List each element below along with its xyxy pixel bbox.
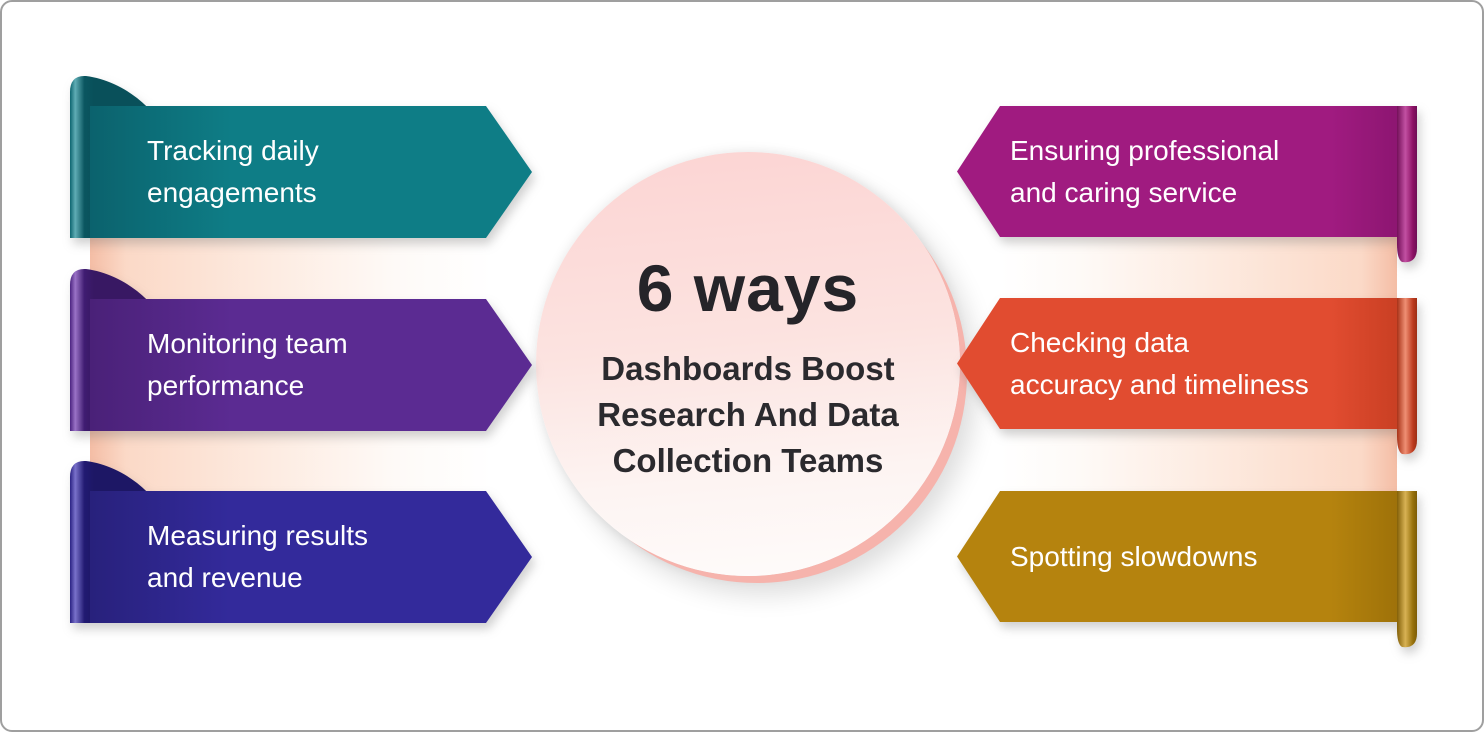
ribbon-body [90, 491, 532, 623]
subtitle-line: Dashboards Boost [601, 350, 895, 387]
banner-label-line: Measuring results [147, 520, 368, 551]
ribbon-shape [70, 75, 532, 238]
banner-label: Monitoring team performance [147, 299, 487, 431]
ribbon-fold [1397, 491, 1417, 648]
ribbon-shape [957, 106, 1417, 263]
banner-label-line: and caring service [1010, 176, 1238, 208]
ribbon-body [90, 299, 532, 431]
banner-spotting-slowdowns: Spotting slowdowns [952, 485, 1432, 665]
banner-monitoring-team-performance: Monitoring team performance [62, 265, 542, 445]
connector-band [90, 424, 492, 496]
infographic-subtitle: Dashboards Boost Research And Data Colle… [597, 346, 898, 484]
banner-label-line: accuracy and timeliness [1010, 368, 1309, 400]
banner-label-line: and revenue [147, 562, 303, 593]
connector-band [1000, 230, 1397, 302]
banner-tracking-daily-engagements: Tracking daily engagements [62, 72, 542, 252]
ribbon-shape [70, 268, 532, 431]
banner-label-line: Ensuring professional [1010, 134, 1280, 166]
banner-label-line: Monitoring team [147, 328, 348, 359]
connector-band [1000, 422, 1397, 496]
ribbon-body [957, 491, 1397, 622]
ribbon-body [957, 106, 1397, 237]
ribbon-fold [1397, 106, 1417, 263]
banner-label-line: Checking data [1010, 326, 1190, 358]
subtitle-line: Research And Data [597, 396, 899, 433]
banner-label: Ensuring professional and caring service [1010, 106, 1410, 237]
banner-label: Spotting slowdowns [1010, 491, 1410, 622]
center-circle: 6 ways Dashboards Boost Research And Dat… [536, 152, 960, 576]
banner-label: Measuring results and revenue [147, 491, 487, 623]
banner-label-line: performance [147, 370, 305, 401]
ribbon-shape [957, 298, 1417, 455]
banner-label: Checking data accuracy and timeliness [1010, 298, 1410, 429]
subtitle-line: Collection Teams [612, 442, 884, 479]
banner-ensuring-professional-caring-service: Ensuring professional and caring service [952, 100, 1432, 280]
banner-checking-data-accuracy-timeliness: Checking data accuracy and timeliness [952, 292, 1432, 472]
banner-label-line: Tracking daily [147, 135, 319, 166]
banner-label-line: engagements [147, 177, 317, 208]
infographic-title: 6 ways [636, 251, 860, 325]
banner-label: Tracking daily engagements [147, 106, 487, 238]
ribbon-shape [957, 491, 1417, 648]
banner-label-line: Spotting slowdowns [1010, 540, 1258, 572]
ribbon-body [957, 298, 1397, 429]
ribbon-body [90, 106, 532, 238]
connector-band [90, 232, 492, 304]
ribbon-fold [1397, 298, 1417, 455]
banner-measuring-results-and-revenue: Measuring results and revenue [62, 457, 542, 637]
ribbon-shape [70, 460, 532, 623]
